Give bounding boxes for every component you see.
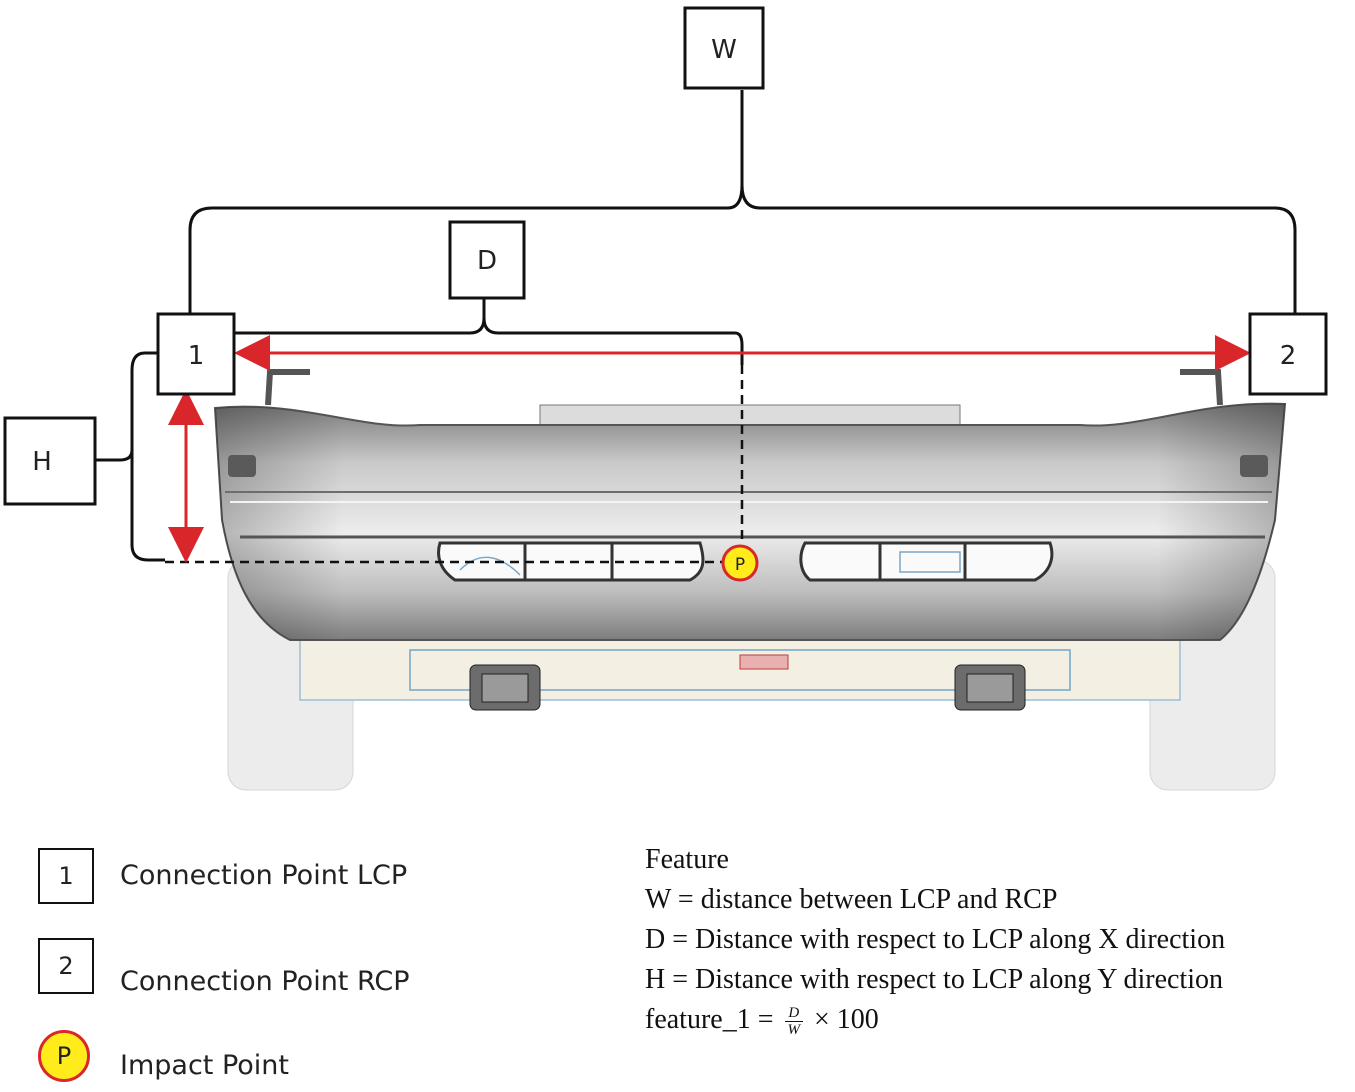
svg-text:H: H: [32, 447, 52, 477]
legend-key-box-2: 2: [38, 938, 94, 994]
h-box: H: [3, 416, 97, 506]
formula-lhs: feature_1 =: [645, 1004, 774, 1035]
w-bracket: [188, 90, 1297, 315]
legend-item-lcp: 1 Connection Point LCP: [38, 848, 538, 908]
wheels-and-frame: [227, 369, 1276, 791]
legend-item-impact: P Impact Point: [38, 1030, 538, 1090]
feature-heading: Feature: [645, 844, 729, 875]
h-bracket: [96, 351, 165, 562]
legend-label: Impact Point: [120, 1050, 290, 1081]
w-box: W: [683, 6, 765, 90]
impact-point-marker: P: [721, 544, 759, 582]
legend-label: Connection Point RCP: [120, 966, 410, 997]
feature-definitions: Feature W = distance between LCP and RCP…: [645, 840, 1350, 1040]
rcp-box: 2: [1248, 312, 1328, 396]
legend-item-rcp: 2 Connection Point RCP: [38, 938, 538, 998]
left-tow-hook: [469, 664, 541, 711]
svg-text:W: W: [711, 35, 737, 65]
feature-line-d: D = Distance with respect to LCP along X…: [645, 924, 1226, 955]
feature-line-h: H = Distance with respect to LCP along Y…: [645, 964, 1223, 995]
bumper-fascia: [213, 402, 1287, 641]
d-bracket: [234, 298, 744, 365]
formula-numerator: D: [784, 1005, 804, 1023]
legend-key-box-1: 1: [38, 848, 94, 904]
legend-key-impact-circle: P: [38, 1030, 90, 1082]
legend-label: Connection Point LCP: [120, 860, 408, 891]
formula-denominator: W: [787, 1022, 801, 1039]
svg-text:2: 2: [1280, 341, 1297, 371]
formula-rhs: × 100: [814, 1004, 879, 1035]
right-tow-hook: [954, 664, 1026, 711]
lcp-box: 1: [156, 312, 236, 396]
svg-text:1: 1: [188, 341, 205, 371]
feature-line-w: W = distance between LCP and RCP: [645, 884, 1058, 915]
svg-text:D: D: [477, 246, 497, 276]
svg-text:P: P: [735, 555, 745, 575]
feature-formula: feature_1 = D W × 100: [645, 1000, 1350, 1040]
bumper-diagram: W D H 1 2 P: [3, 6, 1328, 791]
formula-fraction: D W: [784, 1005, 804, 1039]
d-box: D: [448, 220, 526, 300]
